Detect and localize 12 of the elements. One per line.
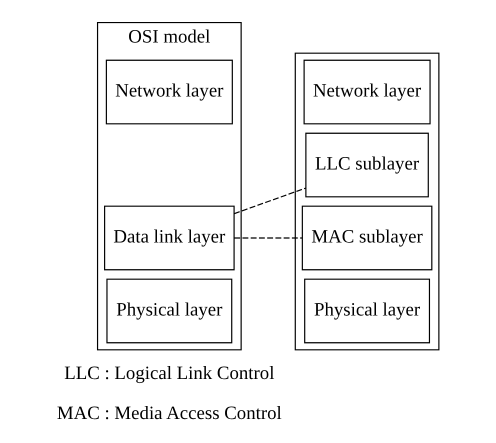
node-box: Physical layer	[304, 278, 430, 344]
node-box: Data link layer	[104, 206, 234, 270]
connector	[234, 188, 306, 214]
cluster	[294, 52, 439, 350]
label: MAC : Media Access Control	[56, 402, 282, 424]
node-box: Network layer	[303, 60, 430, 124]
node-box: Physical layer	[106, 278, 232, 344]
label: LLC : Logical Link Control	[64, 362, 274, 384]
node-box: MAC sublayer	[301, 206, 432, 270]
connector	[234, 237, 302, 239]
node-box: Network layer	[105, 60, 232, 124]
node-box: LLC sublayer	[304, 132, 428, 198]
